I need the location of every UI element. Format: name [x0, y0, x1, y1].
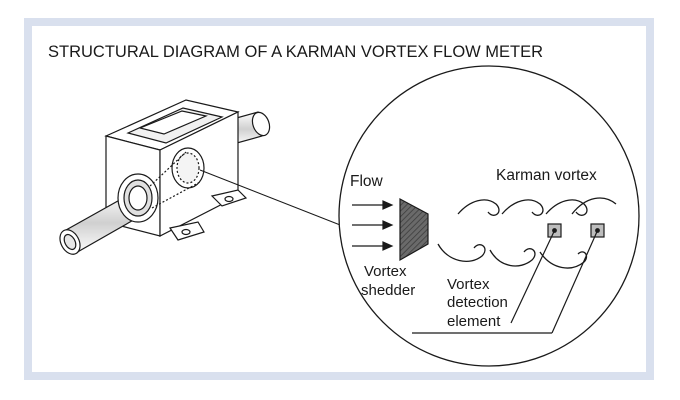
label-vortex-shedder-1: Vortex: [364, 263, 407, 280]
label-detection-1: Vortex: [447, 276, 490, 293]
label-detection-2: detection: [447, 294, 508, 311]
karman-vortex-upper: [457, 197, 617, 216]
vortex-detection-elements: [412, 223, 605, 334]
label-flow: Flow: [350, 173, 384, 190]
label-karman-vortex: Karman vortex: [496, 167, 597, 184]
diagram-title: STRUCTURAL DIAGRAM OF A KARMAN VORTEX FL…: [48, 43, 543, 61]
magnify-leader: [199, 169, 359, 233]
magnified-view: [338, 65, 640, 367]
flow-arrows: [352, 200, 394, 251]
label-vortex-shedder-2: shedder: [361, 282, 415, 299]
flow-meter-body: [59, 99, 271, 255]
vortex-shedder: [399, 197, 429, 262]
label-detection-3: element: [447, 313, 501, 330]
